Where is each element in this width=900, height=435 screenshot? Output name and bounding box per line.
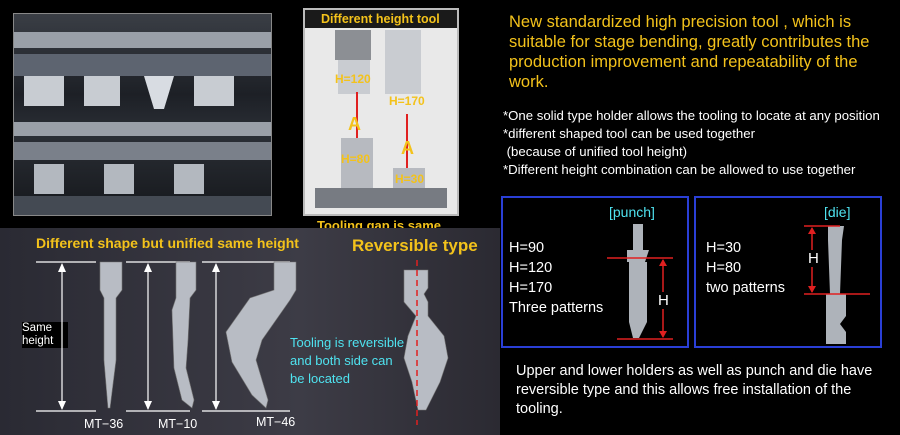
die-box-lines: H=30 H=80 two patterns — [706, 238, 785, 298]
punch-box: [punch] H=90 H=120 H=170 Three patterns … — [501, 196, 689, 348]
tool-name-mt46: MT−46 — [256, 415, 296, 429]
die-box: [die] H=30 H=80 two patterns H — [694, 196, 882, 348]
label-h80: H=80 — [341, 152, 371, 166]
die-height-30: H=30 — [706, 240, 742, 256]
die-patterns: two patterns — [706, 280, 785, 296]
height-tool-illustration — [305, 28, 457, 214]
reversible-title: Reversible type — [352, 236, 478, 255]
note-item: *Different height combination can be all… — [503, 162, 856, 177]
label-a-left: A — [348, 114, 361, 134]
punch-patterns: Three patterns — [509, 300, 604, 316]
note-item: (because of unified tool height) — [503, 144, 688, 159]
die-diagram — [804, 225, 870, 344]
press-brake-illustration — [14, 32, 271, 215]
punch-box-title: [punch] — [609, 204, 655, 220]
height-tool-title: Different height tool — [321, 12, 440, 26]
note-item: *One solid type holder allows the toolin… — [503, 108, 880, 123]
punch-diagram — [607, 224, 673, 340]
punch-height-170: H=170 — [509, 280, 553, 296]
tool-shapes-diagram — [36, 260, 449, 425]
intro-paragraph: New standardized high precision tool , w… — [509, 13, 870, 91]
label-h120: H=120 — [335, 72, 371, 86]
label-a-right: A — [401, 138, 414, 158]
notes-list: *One solid type holder allows the toolin… — [503, 107, 898, 179]
height-tool-photo: Different height tool H=120 H=170 A A H=… — [303, 8, 459, 216]
tool-name-mt10: MT−10 — [158, 417, 198, 431]
shapes-panel: Different shape but unified same height … — [0, 228, 500, 435]
reversible-note: Tooling is reversible and both side can … — [290, 335, 405, 386]
tool-name-mt36: MT−36 — [84, 417, 124, 431]
punch-height-120: H=120 — [509, 260, 553, 276]
label-h30: H=30 — [395, 172, 425, 186]
press-brake-photo — [13, 13, 272, 216]
die-height-80: H=80 — [706, 260, 742, 276]
die-dim-label: H — [806, 250, 821, 267]
outro-paragraph: Upper and lower holders as well as punch… — [516, 363, 873, 417]
punch-box-lines: H=90 H=120 H=170 Three patterns — [509, 238, 603, 318]
punch-height-90: H=90 — [509, 240, 545, 256]
note-item: *different shaped tool can be used toget… — [503, 126, 755, 141]
same-height-label: Same height — [22, 322, 68, 348]
die-box-title: [die] — [824, 204, 851, 220]
punch-dim-label: H — [656, 292, 671, 309]
shapes-title: Different shape but unified same height — [36, 235, 299, 251]
label-h170: H=170 — [389, 94, 425, 108]
